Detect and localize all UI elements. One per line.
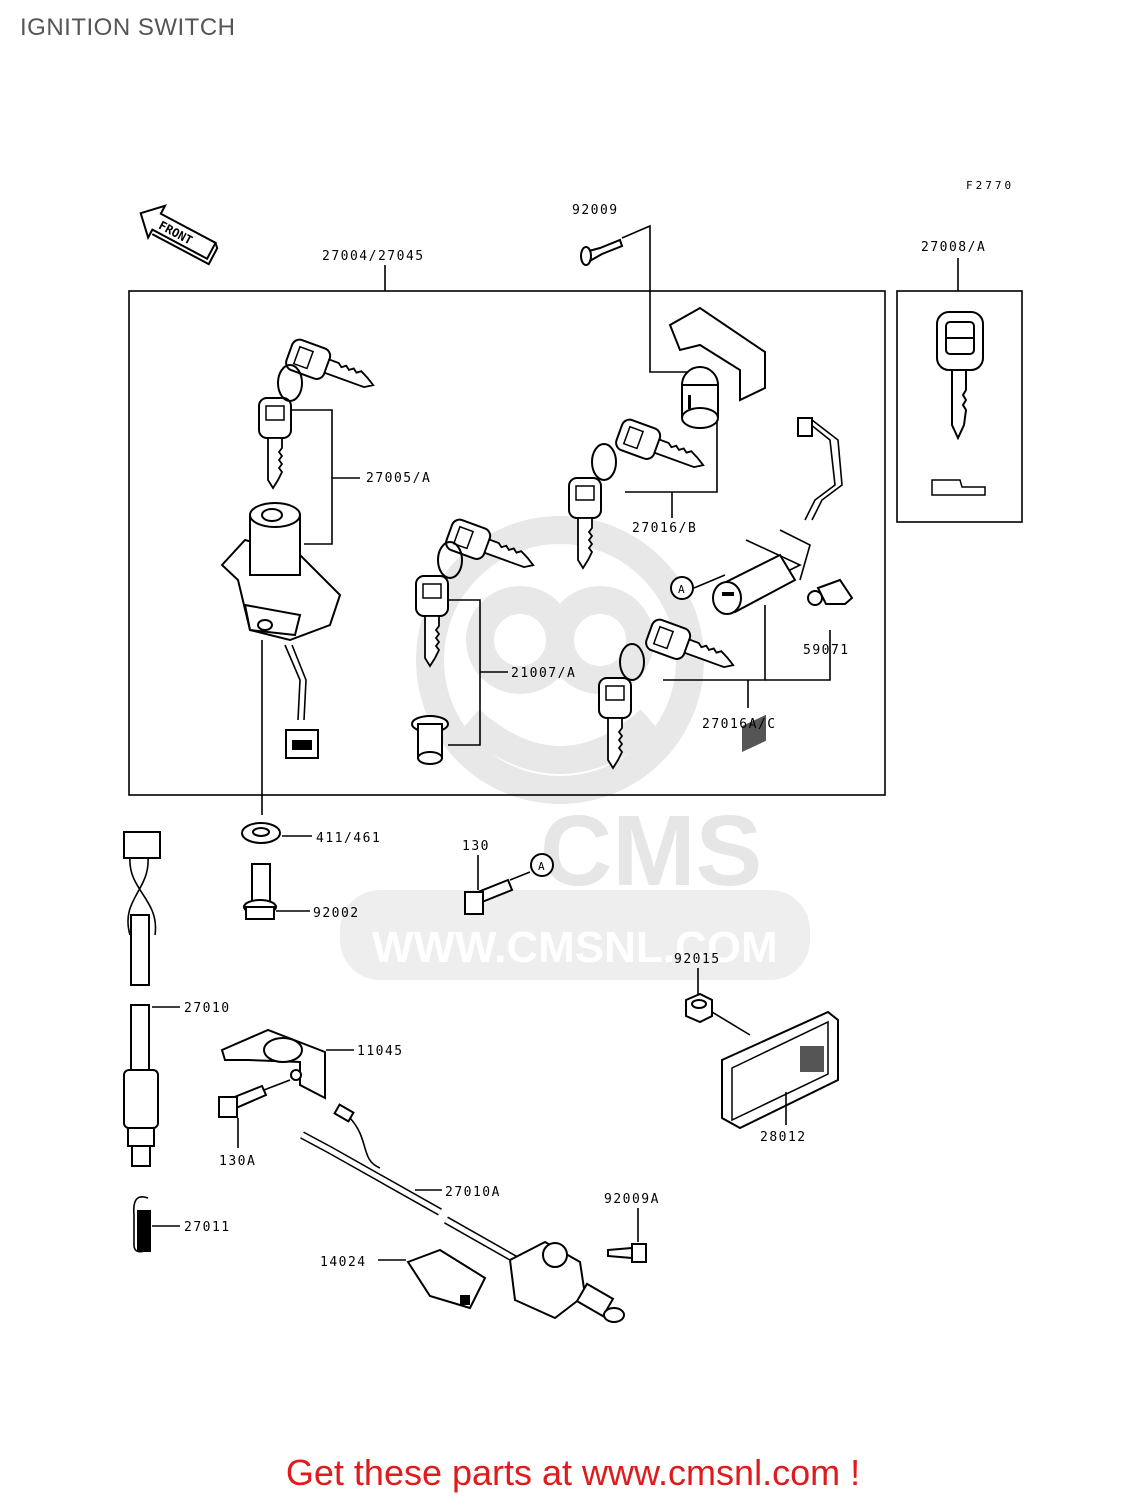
- label-59071: 59071: [803, 643, 850, 658]
- bolt-130-icon: [464, 878, 514, 915]
- watermark: CMS WWW.CMSNL.COM: [340, 516, 810, 980]
- seat-lock-bracket-icon: [668, 306, 766, 429]
- clip-59071-icon: [807, 578, 854, 606]
- label-27016ac: 27016A/C: [702, 717, 777, 732]
- bracket-11045-icon: [220, 1028, 326, 1100]
- ref-marker-a-1: A: [670, 576, 694, 600]
- keys-27005-icon: [258, 336, 381, 489]
- label-27004: 27004/27045: [322, 249, 425, 264]
- harness-27010a-icon: [300, 1103, 522, 1266]
- side-stand-switch-icon: [508, 1240, 625, 1323]
- kit-27004-box: [128, 290, 886, 796]
- label-130: 130: [462, 839, 490, 854]
- label-92002: 92002: [313, 906, 360, 921]
- label-130a: 130A: [219, 1154, 256, 1169]
- label-92009a: 92009A: [604, 1192, 660, 1207]
- ref-marker-a-2: A: [530, 853, 554, 877]
- page-title: IGNITION SWITCH: [20, 14, 236, 41]
- label-27005: 27005/A: [366, 471, 431, 486]
- helmet-lock-icon: [712, 417, 843, 615]
- watermark-mascot: [416, 516, 704, 804]
- label-92009: 92009: [572, 203, 619, 218]
- figure-code: F2770: [966, 179, 1014, 192]
- watermark-brand: CMS: [540, 795, 762, 907]
- ignition-switch-icon: [220, 502, 342, 759]
- label-11045: 11045: [357, 1044, 404, 1059]
- washer-411-icon: [241, 822, 281, 844]
- nut-92015-icon: [685, 992, 713, 1024]
- watermark-url: WWW.CMSNL.COM: [372, 923, 778, 972]
- keys-27016b-icon: [568, 416, 711, 569]
- label-27010a: 27010A: [445, 1185, 501, 1200]
- svg-text:A: A: [678, 583, 685, 596]
- label-27011: 27011: [184, 1220, 231, 1235]
- label-27016b: 27016/B: [632, 521, 697, 536]
- keys-27016ac-icon: [598, 616, 741, 769]
- promo-link[interactable]: Get these parts at www.cmsnl.com !: [285, 1452, 861, 1493]
- label-27010: 27010: [184, 1001, 231, 1016]
- switch-27010-icon: [123, 831, 161, 1167]
- label-28012: 28012: [760, 1130, 807, 1145]
- connector-14024-icon: [406, 1248, 487, 1310]
- label-14024: 14024: [320, 1255, 367, 1270]
- reflector-28012-icon: [721, 714, 839, 1130]
- key-blank-icon: [931, 311, 986, 496]
- spring-27011-icon: [132, 1196, 151, 1253]
- key-blank-box: [896, 290, 1023, 523]
- watermark-band: [340, 890, 810, 980]
- label-21007: 21007/A: [511, 666, 576, 681]
- keys-21007-icon: [415, 516, 541, 667]
- bolt-130a-icon: [218, 1084, 268, 1118]
- front-arrow-icon: FRONT: [139, 204, 219, 266]
- label-27008: 27008/A: [921, 240, 986, 255]
- label-411: 411/461: [316, 831, 381, 846]
- screw-92009-icon: [580, 238, 624, 266]
- bolt-92002-icon: [243, 863, 277, 920]
- label-92015: 92015: [674, 952, 721, 967]
- screw-92009a-icon: [607, 1243, 647, 1263]
- svg-text:A: A: [538, 860, 545, 873]
- cap-icon: [411, 715, 449, 765]
